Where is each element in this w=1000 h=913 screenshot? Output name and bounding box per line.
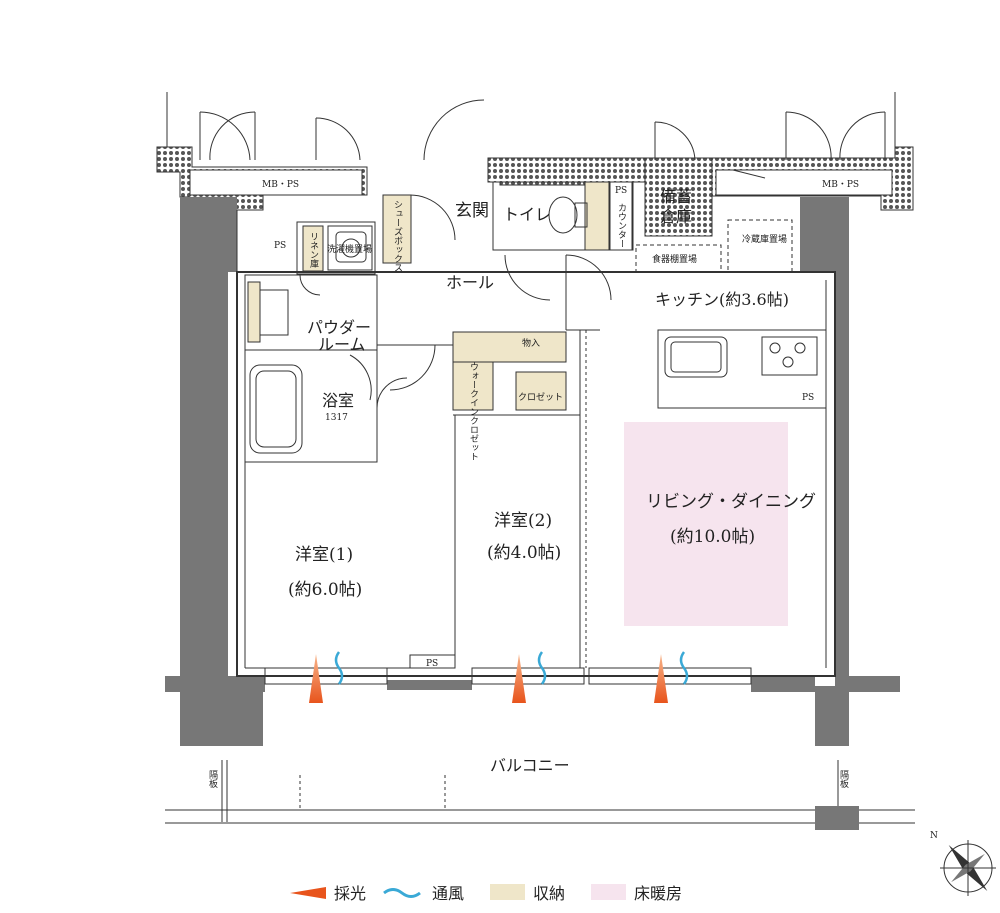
ps-kitchen-label: PS	[802, 393, 814, 403]
floor-heating-swatch	[591, 884, 626, 900]
light-icon	[290, 887, 326, 899]
mbps-right-label: MB・PS	[822, 180, 859, 190]
structural-walls	[165, 197, 900, 746]
linen-label: リネン庫	[308, 232, 319, 269]
wic-label: ウォークインクロゼット	[468, 362, 479, 461]
western1-name-label: 洋室(1)	[295, 545, 353, 565]
washer-label: 洗濯機置場	[327, 243, 372, 255]
legend-label-ventilation: 通風	[432, 884, 464, 903]
legend-label-light: 採光	[334, 884, 366, 903]
legend-label-floor-heating: 床暖房	[634, 884, 682, 903]
counter-label: カウンター	[616, 203, 627, 248]
floor-heating-area	[624, 422, 788, 626]
balcony-label: バルコニー	[490, 756, 570, 775]
bath-size-label: 1317	[325, 413, 348, 423]
kitchen-label: キッチン(約3.6帖)	[655, 290, 789, 309]
compass-icon	[940, 840, 996, 896]
legend: 採光 通風 収納 床暖房	[290, 884, 682, 903]
bath-label: 浴室	[322, 391, 354, 410]
ventilation-icon	[383, 888, 421, 898]
ps-bedroom1-label: PS	[426, 659, 438, 669]
monoire-label: 物入	[522, 337, 540, 349]
closet-label: クロゼット	[518, 391, 563, 403]
north-label: N	[930, 831, 938, 841]
legend-label-storage: 収納	[533, 884, 565, 903]
partition-left-label: 隔板	[207, 770, 218, 789]
hall-label: ホール	[446, 273, 494, 292]
storage-swatch	[490, 884, 525, 900]
bichiku-label-2: 倉庫	[660, 207, 692, 226]
western2-name-label: 洋室(2)	[494, 511, 552, 531]
light-markers	[309, 654, 668, 703]
ventilation-markers	[334, 651, 689, 685]
powder-label-1: パウダー	[307, 318, 371, 337]
partition-right-label: 隔板	[838, 770, 849, 789]
bichiku-label-1: 備蓄	[660, 187, 692, 206]
living-size-label: (約10.0帖)	[670, 527, 755, 547]
ps-top-left-label: PS	[274, 241, 286, 251]
toilet-label: トイレ	[503, 205, 551, 224]
genkan-label: 玄関	[455, 201, 489, 221]
powder-label-2: ルーム	[318, 335, 366, 354]
ps-top-toilet-label: PS	[615, 186, 627, 196]
western1-size-label: (約6.0帖)	[288, 580, 362, 600]
exterior-wall-top	[156, 146, 914, 237]
shokki-label: 食器棚置場	[652, 253, 697, 265]
mbps-left-label: MB・PS	[262, 180, 299, 190]
shoes-box-label: シューズボックス	[392, 200, 403, 272]
living-name-label: リビング・ダイニング	[646, 492, 816, 512]
western2-size-label: (約4.0帖)	[487, 543, 561, 563]
reizouko-label: 冷蔵庫置場	[742, 233, 787, 245]
interior-walls	[165, 92, 915, 830]
